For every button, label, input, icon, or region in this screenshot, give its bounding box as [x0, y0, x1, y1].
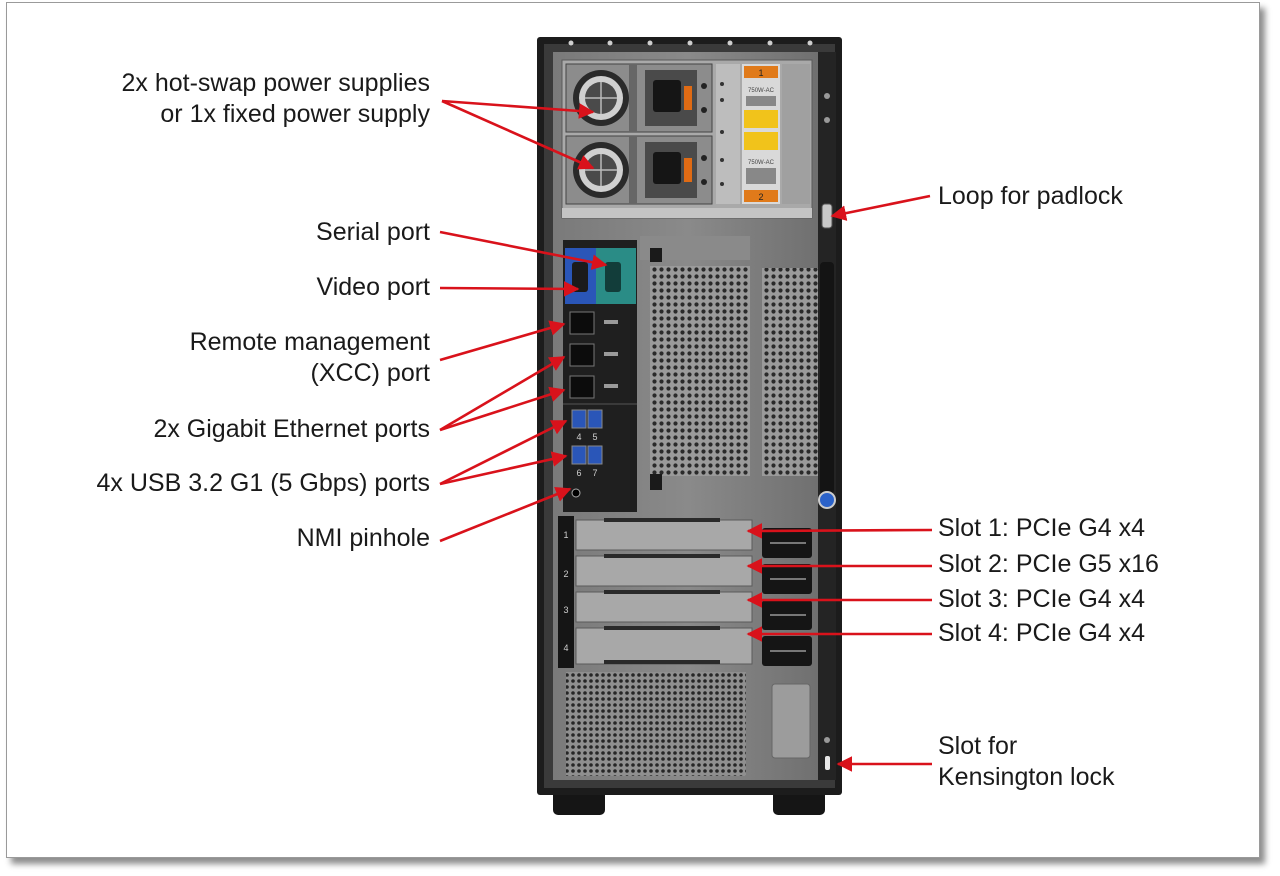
psu-label-strip: 1 750W-AC 750W-AC 2: [716, 64, 810, 204]
kensington-slot: [825, 756, 830, 770]
label-usb: 4x USB 3.2 G1 (5 Gbps) ports: [96, 469, 430, 497]
label-remote-management: Remote management (XCC) port: [190, 327, 430, 389]
label-power-supplies-line2: or 1x fixed power supply: [160, 100, 430, 128]
pcie-slots: 1 2 3 4: [558, 516, 812, 668]
label-slot2: Slot 2: PCIe G5 x16: [938, 550, 1159, 578]
usb-number-6: 6: [576, 468, 581, 478]
label-remote-management-line1: Remote management: [189, 328, 430, 356]
slot-number-4: 4: [563, 643, 568, 653]
label-remote-management-line2: (XCC) port: [310, 359, 430, 387]
psu-rating-1: 750W-AC: [748, 88, 775, 94]
top-screws: [568, 40, 813, 46]
psu1-tag: 1: [758, 68, 763, 78]
label-ethernet: 2x Gigabit Ethernet ports: [153, 415, 430, 443]
usb-number-7: 7: [592, 468, 597, 478]
label-slot3: Slot 3: PCIe G4 x4: [938, 585, 1146, 613]
label-power-supplies: 2x hot-swap power supplies or 1x fixed p…: [122, 68, 431, 130]
vent-upper-left: [650, 266, 750, 476]
usb-number-4: 4: [576, 432, 581, 442]
label-slot1: Slot 1: PCIe G4 x4: [938, 514, 1146, 542]
usb-ports: [571, 409, 603, 465]
label-serial-port: Serial port: [316, 218, 430, 246]
slot-number-1: 1: [563, 530, 568, 540]
foot-left: [553, 790, 605, 815]
label-power-supplies-line1: 2x hot-swap power supplies: [121, 69, 431, 97]
label-kensington: Slot for Kensington lock: [938, 731, 1115, 793]
rj45-ports: [569, 311, 618, 399]
usb-number-5: 5: [592, 432, 597, 442]
vent-upper-right: [762, 268, 818, 476]
psu-2: [565, 135, 713, 205]
slot-number-2: 2: [563, 569, 568, 579]
nmi-pinhole: [571, 488, 581, 498]
vent-lower: [566, 672, 746, 776]
cover-plate: [771, 683, 811, 759]
slot-number-3: 3: [563, 605, 568, 615]
padlock-loop: [821, 203, 833, 229]
label-padlock: Loop for padlock: [938, 182, 1123, 210]
psu-rating-2: 750W-AC: [748, 160, 775, 166]
label-kensington-line1: Slot for: [938, 732, 1018, 760]
callout-arrows: [439, 99, 933, 772]
psu2-tag: 2: [758, 192, 763, 202]
label-video-port: Video port: [316, 273, 430, 301]
label-nmi: NMI pinhole: [296, 524, 430, 552]
label-slot4: Slot 4: PCIe G4 x4: [938, 619, 1146, 647]
psu-1: [565, 63, 713, 133]
foot-right: [773, 790, 825, 815]
label-kensington-line2: Kensington lock: [938, 763, 1115, 791]
